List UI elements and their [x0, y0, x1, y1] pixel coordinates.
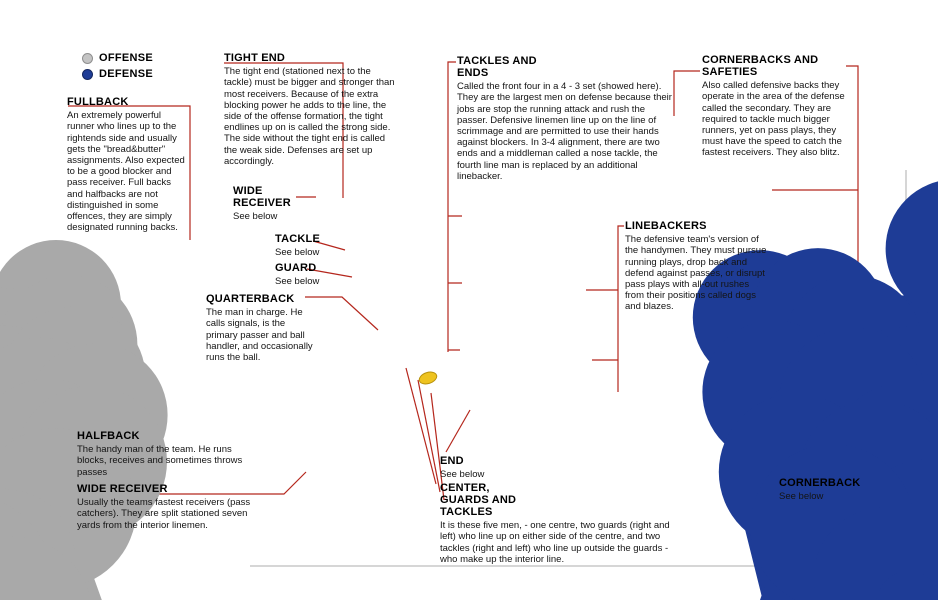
halfback-body: The handy man of the team. He runs block… — [77, 444, 243, 478]
callout-guard: GUARD See below — [275, 262, 345, 287]
tight-end-body: The tight end (stationed next to the tac… — [224, 66, 395, 167]
linebackers-bracket — [586, 225, 624, 392]
center-guards-and-tackles-title: CENTER, GUARDS AND TACKLES — [440, 482, 517, 519]
callout-quarterback: QUARTERBACK The man in charge. He calls … — [206, 293, 316, 363]
quarterback-body: The man in charge. He calls signals, is … — [206, 307, 313, 363]
wide-receiver-mid-body: See below — [233, 211, 278, 223]
end-body: See below — [440, 469, 485, 481]
wide-receiver-mid-title: WIDE RECEIVER — [233, 185, 291, 210]
wide-receiver-bottom-body: Usually the teams fastest receivers (pas… — [77, 497, 251, 531]
offense-legend-dot-icon — [82, 52, 93, 64]
center-connector-3 — [430, 392, 445, 501]
fullback-connector — [68, 105, 191, 240]
offense-players — [0, 240, 168, 600]
guard-title: GUARD — [275, 262, 317, 274]
safeties-left-connector — [673, 70, 700, 116]
quarterback-title: QUARTERBACK — [206, 293, 295, 305]
callout-center-guards-and-tackles: CENTER, GUARDS AND TACKLES It is these f… — [440, 482, 672, 565]
end-connector — [445, 409, 471, 453]
tackle-body: See below — [275, 247, 320, 259]
offense-legend-label: OFFENSE — [99, 52, 154, 64]
end-title: END — [440, 455, 464, 467]
cornerbacks-and-safeties-body: Also called defensive backs they operate… — [702, 80, 845, 159]
callout-end: END See below — [440, 455, 510, 480]
linebackers-body: The defensive team's version of the hand… — [625, 234, 767, 313]
legend: OFFENSE DEFENSE — [82, 50, 153, 82]
tackles-and-ends-bracket — [447, 61, 462, 352]
center-guards-and-tackles-body: It is these five men, - one centre, two … — [440, 520, 670, 565]
callout-tight-end: TIGHT END The tight end (stationed next … — [224, 52, 396, 167]
cornerback-body: See below — [779, 491, 824, 503]
legend-offense-row: OFFENSE — [82, 50, 153, 66]
callout-wide-receiver-bottom: WIDE RECEIVER Usually the teams fastest … — [77, 483, 272, 531]
wide-receiver-bottom-title: WIDE RECEIVER — [77, 483, 168, 495]
tackle-title: TACKLE — [275, 233, 320, 245]
tight-end-title: TIGHT END — [224, 52, 286, 64]
center-connector-2 — [417, 379, 441, 493]
callout-cornerback: CORNERBACK See below — [779, 477, 861, 503]
callout-halfback: HALFBACK The handy man of the team. He r… — [77, 430, 262, 478]
defense-legend-dot-icon — [82, 68, 93, 80]
football-icon — [418, 371, 438, 385]
tight-end-connector — [224, 62, 344, 198]
callout-tackle: TACKLE See below — [275, 233, 345, 258]
tackles-and-ends-title: TACKLES AND ENDS — [457, 55, 537, 80]
linebackers-title: LINEBACKERS — [625, 220, 707, 232]
callout-fullback: FULLBACK An extremely powerful runner wh… — [67, 96, 187, 233]
legend-defense-row: DEFENSE — [82, 66, 153, 82]
fullback-body: An extremely powerful runner who lines u… — [67, 110, 185, 234]
quarterback-connector — [305, 296, 379, 331]
cornerback-title: CORNERBACK — [779, 477, 861, 489]
callout-wide-receiver-mid: WIDE RECEIVER See below — [233, 185, 313, 222]
fullback-title: FULLBACK — [67, 96, 129, 108]
callout-tackles-and-ends: TACKLES AND ENDS Called the front four i… — [457, 55, 675, 182]
callout-linebackers: LINEBACKERS The defensive team's version… — [625, 220, 767, 313]
guard-connector — [306, 268, 353, 278]
halfback-title: HALFBACK — [77, 430, 140, 442]
cornerbacks-and-safeties-title: CORNERBACKS AND SAFETIES — [702, 54, 819, 79]
tackles-and-ends-body: Called the front four in a 4 - 3 set (sh… — [457, 81, 672, 182]
center-connector-1 — [405, 367, 437, 485]
guard-body: See below — [275, 276, 320, 288]
callout-cornerbacks-and-safeties: CORNERBACKS AND SAFETIES Also called def… — [702, 54, 852, 159]
defense-legend-label: DEFENSE — [99, 68, 154, 80]
tackle-connector — [312, 240, 346, 251]
